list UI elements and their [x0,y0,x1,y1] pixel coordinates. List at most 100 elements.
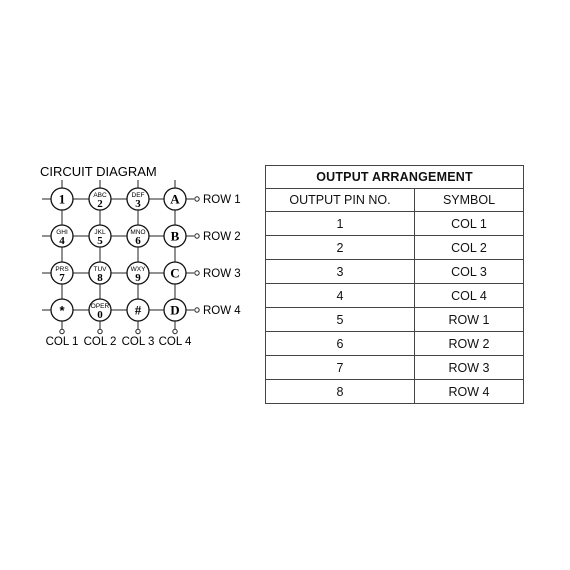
key-main-label: 0 [97,309,103,321]
key-circle [126,224,150,248]
key-1: 1 [50,187,74,211]
col-terminal [97,328,103,335]
key-main-label: 9 [135,272,141,284]
symbol-cell: ROW 2 [414,331,524,356]
pin-cell: 5 [265,307,415,332]
symbol-cell: ROW 1 [414,307,524,332]
symbol-cell: COL 2 [414,235,524,260]
key-main-label: B [171,229,180,244]
pin-cell: 7 [265,355,415,380]
key-main-label: C [170,266,179,281]
row-label: ROW 4 [203,305,241,317]
table-title: OUTPUT ARRANGEMENT [265,165,524,189]
key-circle [50,298,74,322]
col-terminal [172,328,178,335]
pin-cell: 3 [265,259,415,284]
col-label: COL 2 [84,336,117,348]
row-terminal [194,233,200,239]
header-symbol: SYMBOL [414,188,524,212]
key-main-label: * [59,303,65,318]
pin-cell: 6 [265,331,415,356]
key-circle [126,261,150,285]
pin-cell: 8 [265,379,415,404]
key-main-label: 7 [59,272,65,284]
pin-cell: 1 [265,211,415,236]
symbol-cell: COL 4 [414,283,524,308]
header-output-pin: OUTPUT PIN NO. [265,188,415,212]
pin-cell: 2 [265,235,415,260]
key-sub-label: ABC [93,192,107,199]
row-terminal [194,270,200,276]
key-main-label: 8 [97,272,103,284]
key-circle [88,298,112,322]
row-terminal [194,196,200,202]
key-sub-label: MNO [130,229,145,236]
col-label: COL 3 [122,336,155,348]
col-label: COL 1 [46,336,79,348]
row-label: ROW 3 [203,268,241,280]
key-circle [50,261,74,285]
key-main-label: 1 [59,192,66,207]
key-#: # [126,298,150,322]
key-main-label: A [170,192,180,207]
key-sub-label: PRS [55,266,69,273]
symbol-cell: ROW 3 [414,355,524,380]
pin-cell: 4 [265,283,415,308]
col-label: COL 4 [159,336,192,348]
key-D: D [163,298,187,322]
key-main-label: 3 [135,198,141,210]
output-arrangement-table: OUTPUT ARRANGEMENT OUTPUT PIN NO. SYMBOL… [265,165,524,404]
row-label: ROW 2 [203,231,241,243]
key-circle [163,261,187,285]
key-circle [163,298,187,322]
key-circle [88,261,112,285]
row-terminal [194,307,200,313]
key-sub-label: DEF [132,192,145,199]
key-circle [163,187,187,211]
key-main-label: # [135,303,142,318]
row-label: ROW 1 [203,194,241,206]
key-main-label: 5 [97,235,103,247]
key-circle [50,224,74,248]
key-main-label: 6 [135,235,141,247]
key-circle [163,224,187,248]
key-main-label: 2 [97,198,103,210]
pin-labels: ROW 1 ROW 2 ROW 3 ROW 4 COL 1 COL 2 COL 3 COL 4 [46,194,242,348]
key-circle [50,187,74,211]
key-C: C [163,261,187,285]
key-sub-label: JKL [94,229,106,236]
key-sub-label: OPER [91,303,110,310]
key-A: A [163,187,187,211]
key-sub-label: GHI [56,229,68,236]
key-main-label: D [170,303,179,318]
col-terminal [59,328,65,335]
key-circle [88,224,112,248]
key-B: B [163,224,187,248]
key-*: * [50,298,74,322]
key-circle [88,187,112,211]
circuit-diagram-title: CIRCUIT DIAGRAM [40,164,157,179]
key-circle [126,298,150,322]
symbol-cell: COL 1 [414,211,524,236]
col-terminal [135,328,141,335]
key-sub-label: WXY [131,266,146,273]
key-circle [126,187,150,211]
